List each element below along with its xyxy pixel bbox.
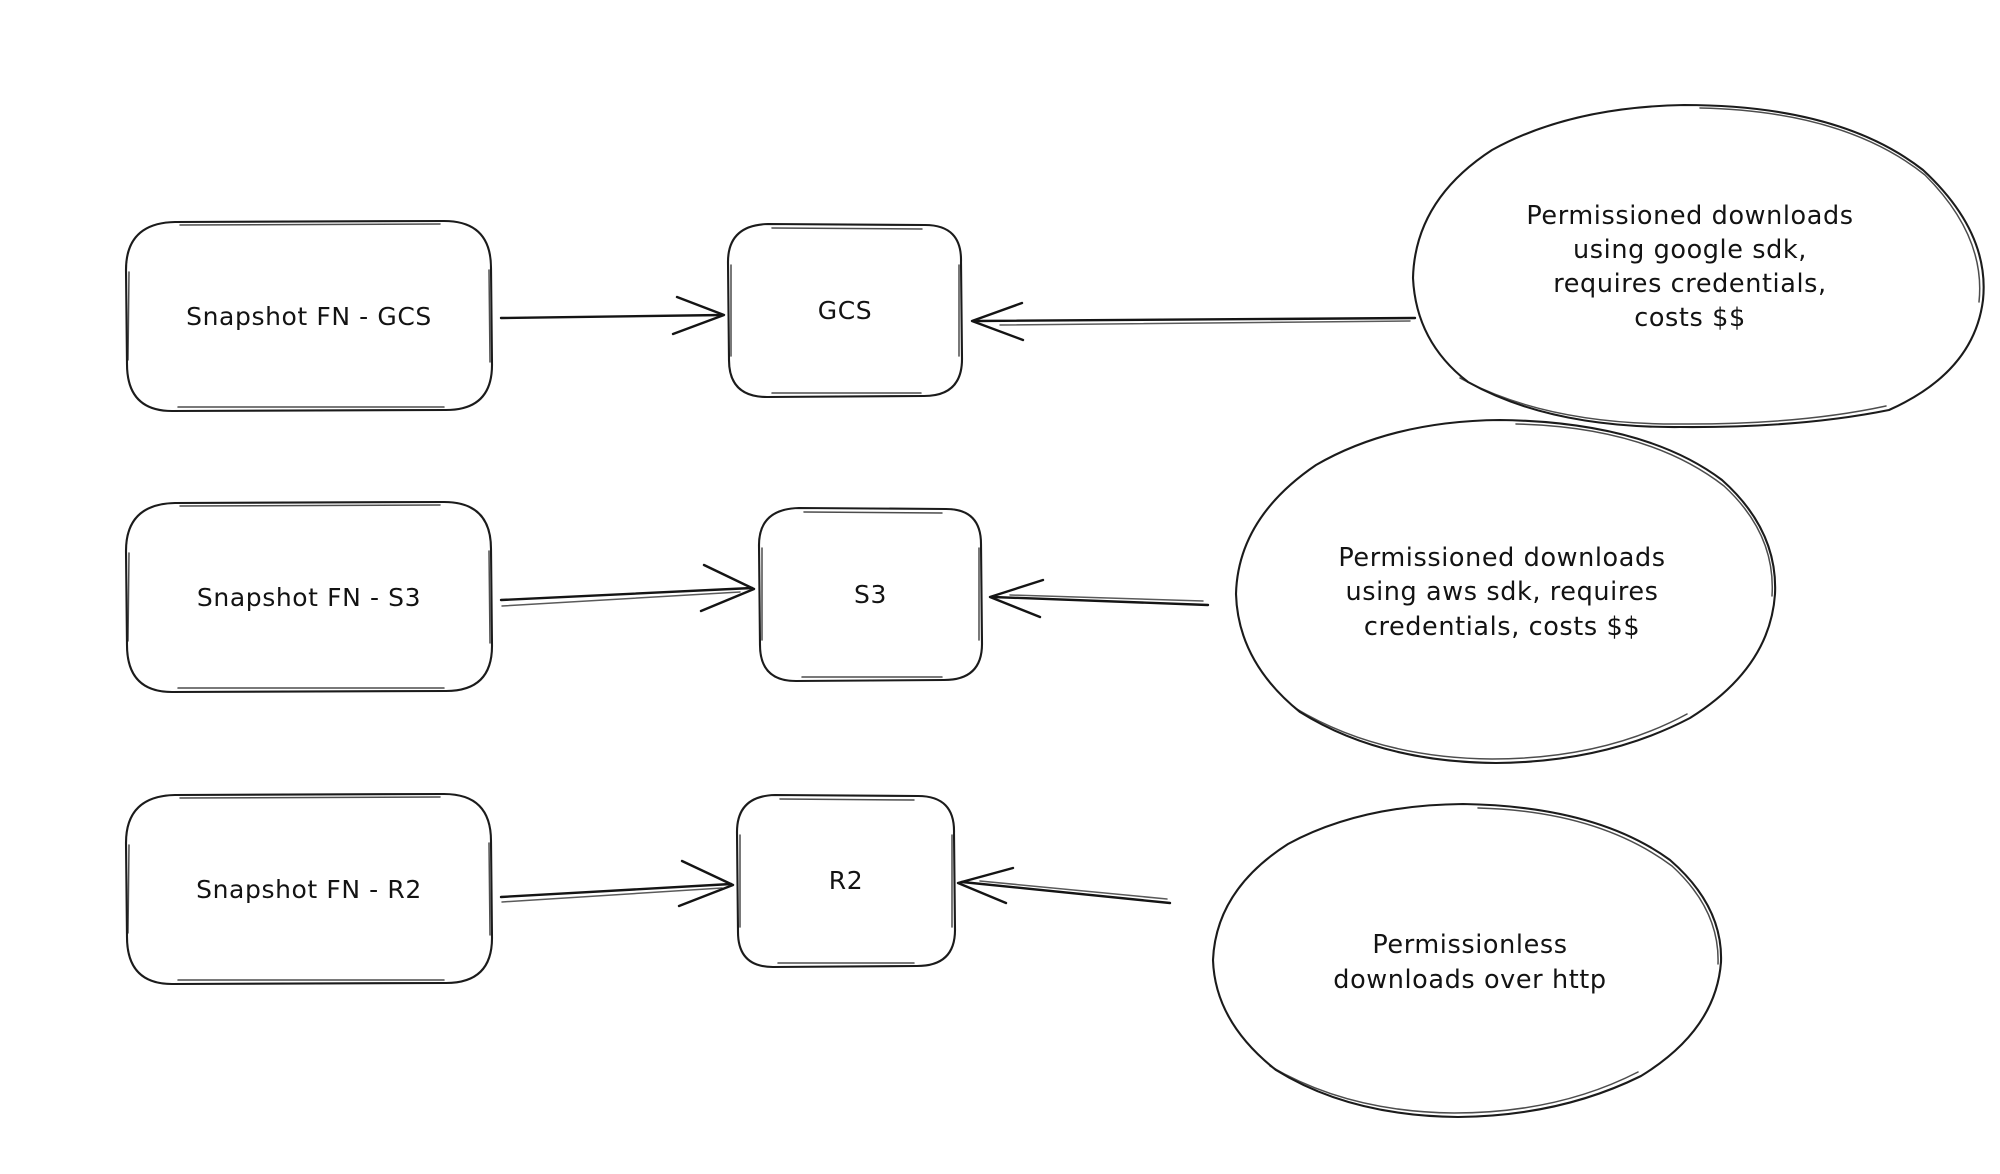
- node-label-s3[interactable]: S3: [854, 579, 887, 609]
- edge-note-r2-to-r2: [956, 866, 1172, 905]
- edge-note-gcs-to-gcs: [970, 301, 1417, 342]
- edge-note-s3-to-s3: [988, 578, 1210, 619]
- node-label-snapshot-fn-s3[interactable]: Snapshot FN - S3: [196, 582, 422, 612]
- note-label-r2[interactable]: Permissionless downloads over http: [1333, 930, 1607, 995]
- edge-snapshot-gcs-to-gcs: [499, 295, 726, 336]
- note-label-s3[interactable]: Permissioned downloads using aws sdk, re…: [1338, 543, 1666, 642]
- node-label-snapshot-fn-gcs[interactable]: Snapshot FN - GCS: [186, 301, 432, 331]
- note-label-gcs[interactable]: Permissioned downloads using google sdk,…: [1526, 200, 1854, 334]
- edge-snapshot-r2-to-r2: [499, 859, 735, 908]
- node-label-r2[interactable]: R2: [828, 866, 864, 896]
- node-label-snapshot-fn-r2[interactable]: Snapshot FN - R2: [196, 874, 422, 904]
- node-label-gcs[interactable]: GCS: [817, 295, 873, 325]
- edge-snapshot-s3-to-s3: [499, 563, 756, 613]
